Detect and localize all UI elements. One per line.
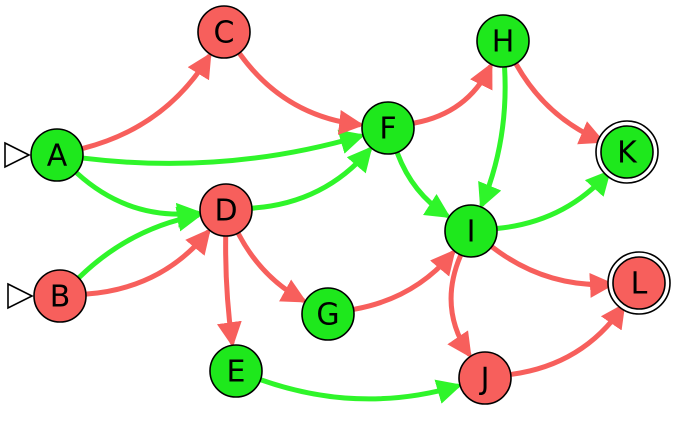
state-circle [600, 125, 654, 179]
edge-f-h [412, 62, 493, 126]
state-label: L [631, 267, 648, 302]
state-label: I [467, 215, 476, 250]
state-label: A [47, 139, 68, 174]
state-circle [476, 14, 530, 68]
state-node-i: I [444, 204, 498, 258]
nodes-layer: A B C D E F G H I J K L [30, 5, 671, 405]
state-node-e: E [209, 344, 263, 398]
state-node-c: C [197, 5, 251, 59]
state-circle [444, 204, 498, 258]
state-label: F [379, 112, 396, 147]
edge-e-j [259, 377, 463, 404]
state-label: J [479, 362, 490, 397]
state-label: C [214, 16, 235, 51]
edge-a-f [81, 129, 366, 166]
edge-b-d [76, 206, 203, 280]
state-node-l: L [607, 251, 671, 315]
state-node-d: D [199, 183, 253, 237]
state-node-g: G [301, 287, 355, 341]
edge-g-i [352, 249, 456, 312]
edge-i-k [495, 169, 611, 231]
state-node-h: H [476, 14, 530, 68]
state-label: K [617, 136, 638, 171]
state-circle [199, 183, 253, 237]
edge-h-i [478, 65, 508, 209]
state-circle [361, 101, 415, 155]
edge-d-f [250, 146, 373, 211]
edge-h-k [513, 62, 605, 145]
edge-a-c [80, 52, 212, 151]
state-circle [33, 269, 87, 323]
state-node-a: A [30, 128, 84, 182]
state-circle [209, 344, 263, 398]
state-node-j: J [458, 351, 512, 405]
state-label: H [492, 25, 515, 60]
state-circle [458, 351, 512, 405]
state-label: B [50, 280, 71, 315]
state-label: D [214, 194, 237, 229]
edge-c-f [237, 51, 365, 135]
state-circle [197, 5, 251, 59]
state-label: G [316, 298, 339, 333]
edge-f-i [394, 150, 451, 219]
edge-i-l [490, 244, 615, 298]
edge-b-d [84, 228, 211, 297]
edge-d-g [236, 231, 307, 303]
edge-j-l [509, 302, 626, 377]
start-marker-b [7, 282, 34, 310]
state-circle [612, 256, 666, 310]
state-circle [301, 287, 355, 341]
edge-a-d [74, 170, 203, 228]
state-node-k: K [595, 120, 659, 184]
state-circle [30, 128, 84, 182]
edge-i-j [447, 253, 472, 359]
edges-layer [74, 51, 626, 404]
state-label: E [227, 355, 246, 390]
state-node-b: B [33, 269, 87, 323]
start-markers-layer [4, 141, 34, 310]
edge-d-e [216, 234, 242, 348]
state-node-f: F [361, 101, 415, 155]
start-marker-a [4, 141, 31, 169]
